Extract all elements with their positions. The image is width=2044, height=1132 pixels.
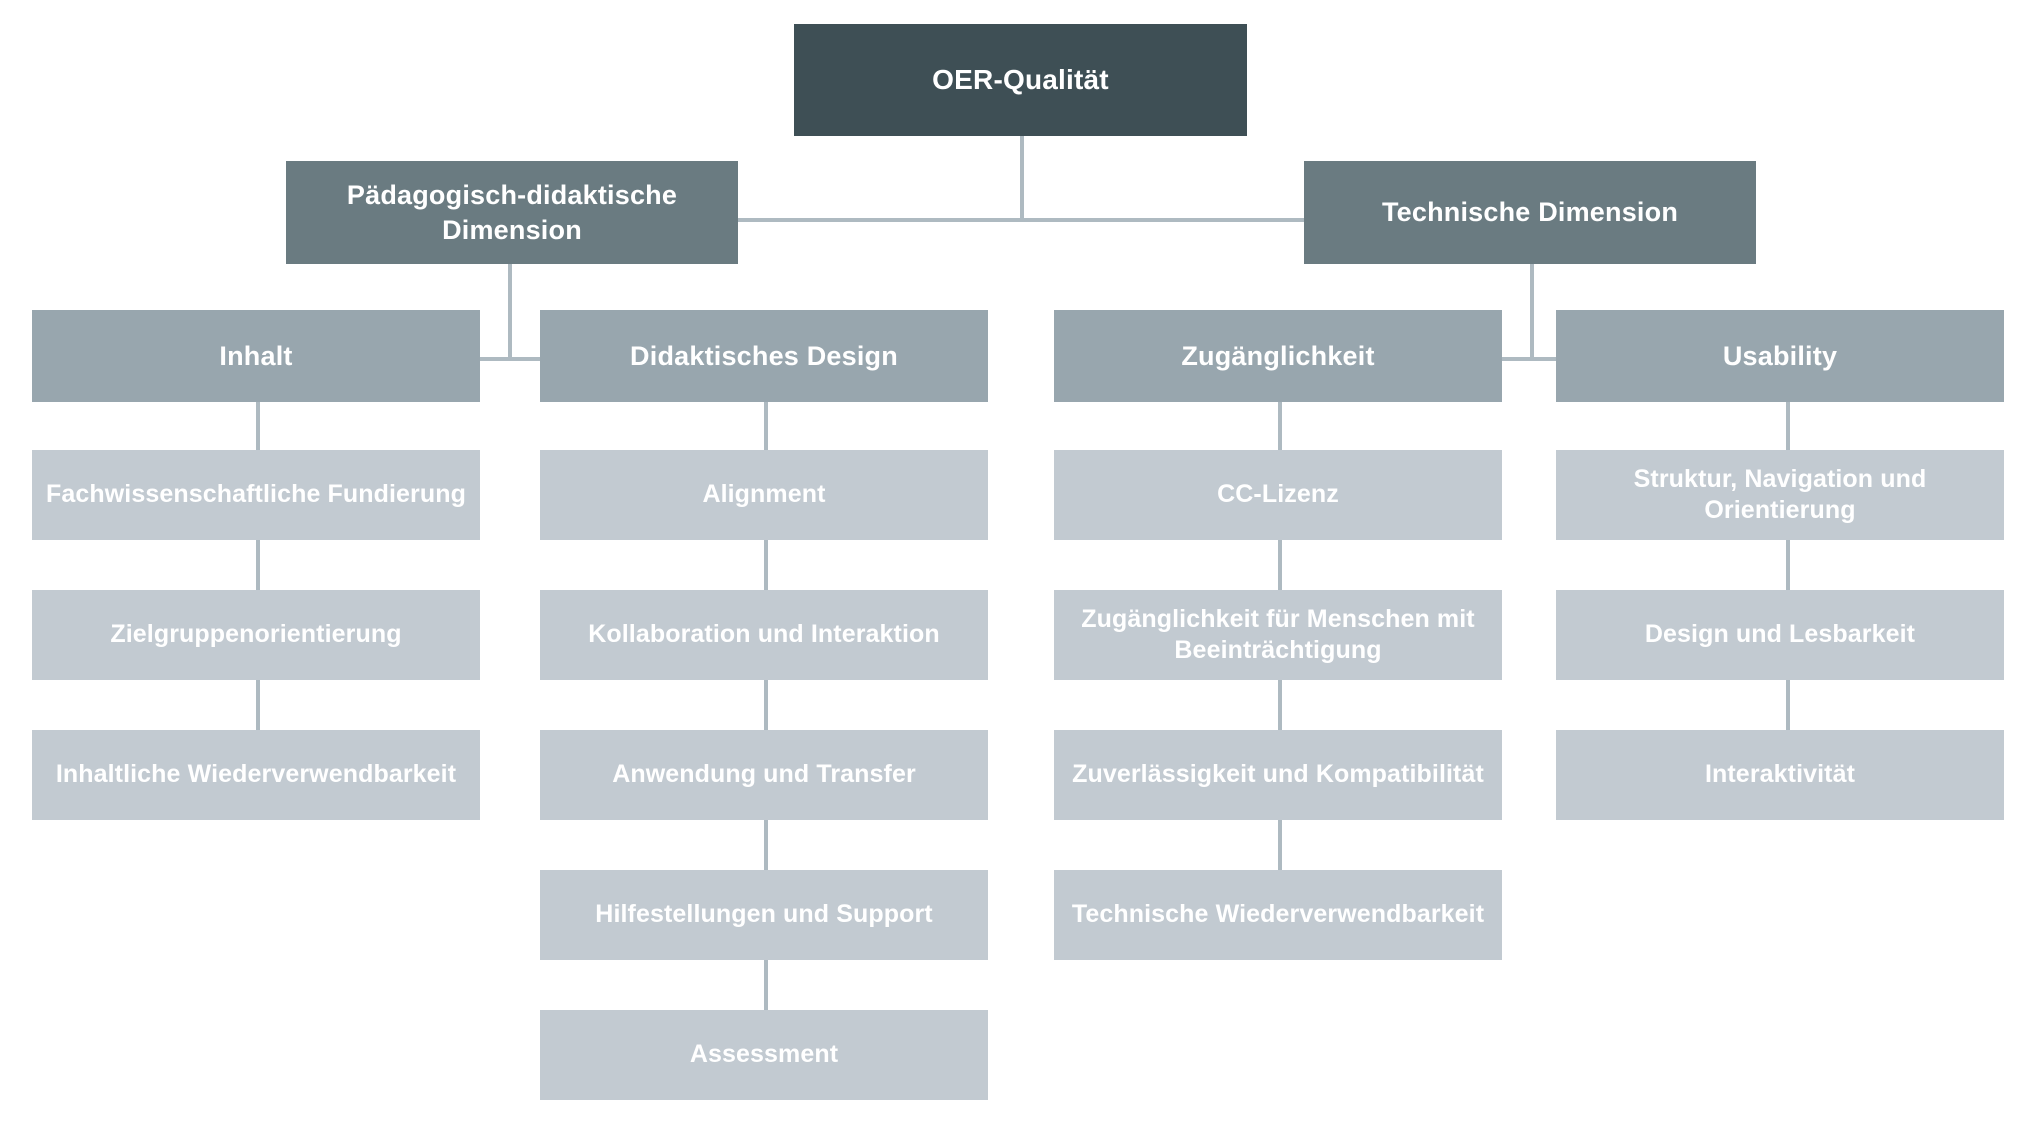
- node-label: Hilfestellungen und Support: [595, 900, 933, 929]
- node-label: Assessment: [689, 1040, 839, 1069]
- node-criterion-inhaltliche-wiederverwendbarkeit[interactable]: Inhaltliche Wiederverwendbarkeit: [32, 730, 480, 820]
- node-criterion-interaktivitaet[interactable]: Interaktivität: [1556, 730, 2004, 820]
- node-label: Zugänglichkeit: [1181, 340, 1375, 371]
- connector-dim-right-vertical: [1530, 264, 1534, 360]
- connector-col3-stem-2: [1278, 540, 1282, 590]
- node-criterion-assessment[interactable]: Assessment: [540, 1010, 988, 1100]
- node-category-inhalt[interactable]: Inhalt: [32, 310, 480, 402]
- node-criterion-struktur-navigation-und-orientierung[interactable]: Struktur, Navigation und Orientierung: [1556, 450, 2004, 540]
- node-criterion-technische-wiederverwendbarkeit[interactable]: Technische Wiederverwendbarkeit: [1054, 870, 1502, 960]
- node-label: Technische Wiederverwendbarkeit: [1071, 900, 1485, 929]
- node-criterion-design-und-lesbarkeit[interactable]: Design und Lesbarkeit: [1556, 590, 2004, 680]
- node-criterion-zuverlaessigkeit-und-kompatibilitaet[interactable]: Zuverlässigkeit und Kompatibilität: [1054, 730, 1502, 820]
- node-label: Design und Lesbarkeit: [1644, 620, 1916, 649]
- connector-col4-stem-3: [1786, 680, 1790, 730]
- node-label: CC-Lizenz: [1217, 480, 1339, 509]
- node-criterion-hilfestellungen-und-support[interactable]: Hilfestellungen und Support: [540, 870, 988, 960]
- connector-col4-stem-1: [1786, 400, 1790, 450]
- node-criterion-kollaboration-und-interaktion[interactable]: Kollaboration und Interaktion: [540, 590, 988, 680]
- node-label: Inhaltliche Wiederverwendbarkeit: [55, 760, 457, 789]
- connector-col1-stem-1: [256, 400, 260, 450]
- node-label: Technische Dimension: [1381, 197, 1679, 228]
- node-criterion-zielgruppenorientierung[interactable]: Zielgruppenorientierung: [32, 590, 480, 680]
- node-criterion-zugaenglichkeit-fuer-menschen-mit-beeintraechtigung[interactable]: Zugänglichkeit für Menschen mit Beeinträ…: [1054, 590, 1502, 680]
- connector-root-vertical: [1020, 136, 1024, 220]
- node-label: Pädagogisch-didaktische Dimension: [346, 180, 678, 245]
- node-category-zugaenglichkeit[interactable]: Zugänglichkeit: [1054, 310, 1502, 402]
- node-label: Didaktisches Design: [630, 340, 898, 371]
- node-label: Zugänglichkeit für Menschen mit Beeinträ…: [1081, 604, 1475, 665]
- connector-dimension-horizontal: [732, 218, 1310, 222]
- connector-col4-stem-2: [1786, 540, 1790, 590]
- node-category-didaktisches-design[interactable]: Didaktisches Design: [540, 310, 988, 402]
- node-label: OER-Qualität: [932, 64, 1109, 96]
- node-label: Usability: [1722, 340, 1838, 371]
- connector-col2-stem-5: [764, 960, 768, 1010]
- connector-col2-stem-4: [764, 820, 768, 870]
- node-label: Anwendung und Transfer: [612, 760, 916, 789]
- connector-col1-stem-3: [256, 680, 260, 730]
- node-criterion-alignment[interactable]: Alignment: [540, 450, 988, 540]
- node-dimension-technisch[interactable]: Technische Dimension: [1304, 161, 1756, 264]
- connector-col3-stem-3: [1278, 680, 1282, 730]
- node-criterion-anwendung-und-transfer[interactable]: Anwendung und Transfer: [540, 730, 988, 820]
- connector-col3-stem-4: [1278, 820, 1282, 870]
- node-dimension-paedagogisch-didaktisch[interactable]: Pädagogisch-didaktische Dimension: [286, 161, 738, 264]
- connector-col2-stem-2: [764, 540, 768, 590]
- node-label: Kollaboration und Interaktion: [588, 620, 940, 649]
- connector-col2-stem-3: [764, 680, 768, 730]
- connector-col1-stem-2: [256, 540, 260, 590]
- node-criterion-fachwissenschaftliche-fundierung[interactable]: Fachwissenschaftliche Fundierung: [32, 450, 480, 540]
- node-label: Inhalt: [219, 340, 293, 371]
- node-label: Interaktivität: [1704, 760, 1856, 789]
- connector-col2-stem-1: [764, 400, 768, 450]
- node-label: Fachwissenschaftliche Fundierung: [46, 480, 466, 509]
- node-category-usability[interactable]: Usability: [1556, 310, 2004, 402]
- connector-col3-stem-1: [1278, 400, 1282, 450]
- node-label: Zuverlässigkeit und Kompatibilität: [1072, 760, 1484, 789]
- node-label: Struktur, Navigation und Orientierung: [1633, 464, 1927, 525]
- node-label: Alignment: [702, 480, 826, 509]
- connector-dim-left-vertical: [508, 264, 512, 360]
- node-criterion-cc-lizenz[interactable]: CC-Lizenz: [1054, 450, 1502, 540]
- node-label: Zielgruppenorientierung: [110, 620, 402, 649]
- node-root-oer-qualitaet[interactable]: OER-Qualität: [794, 24, 1247, 136]
